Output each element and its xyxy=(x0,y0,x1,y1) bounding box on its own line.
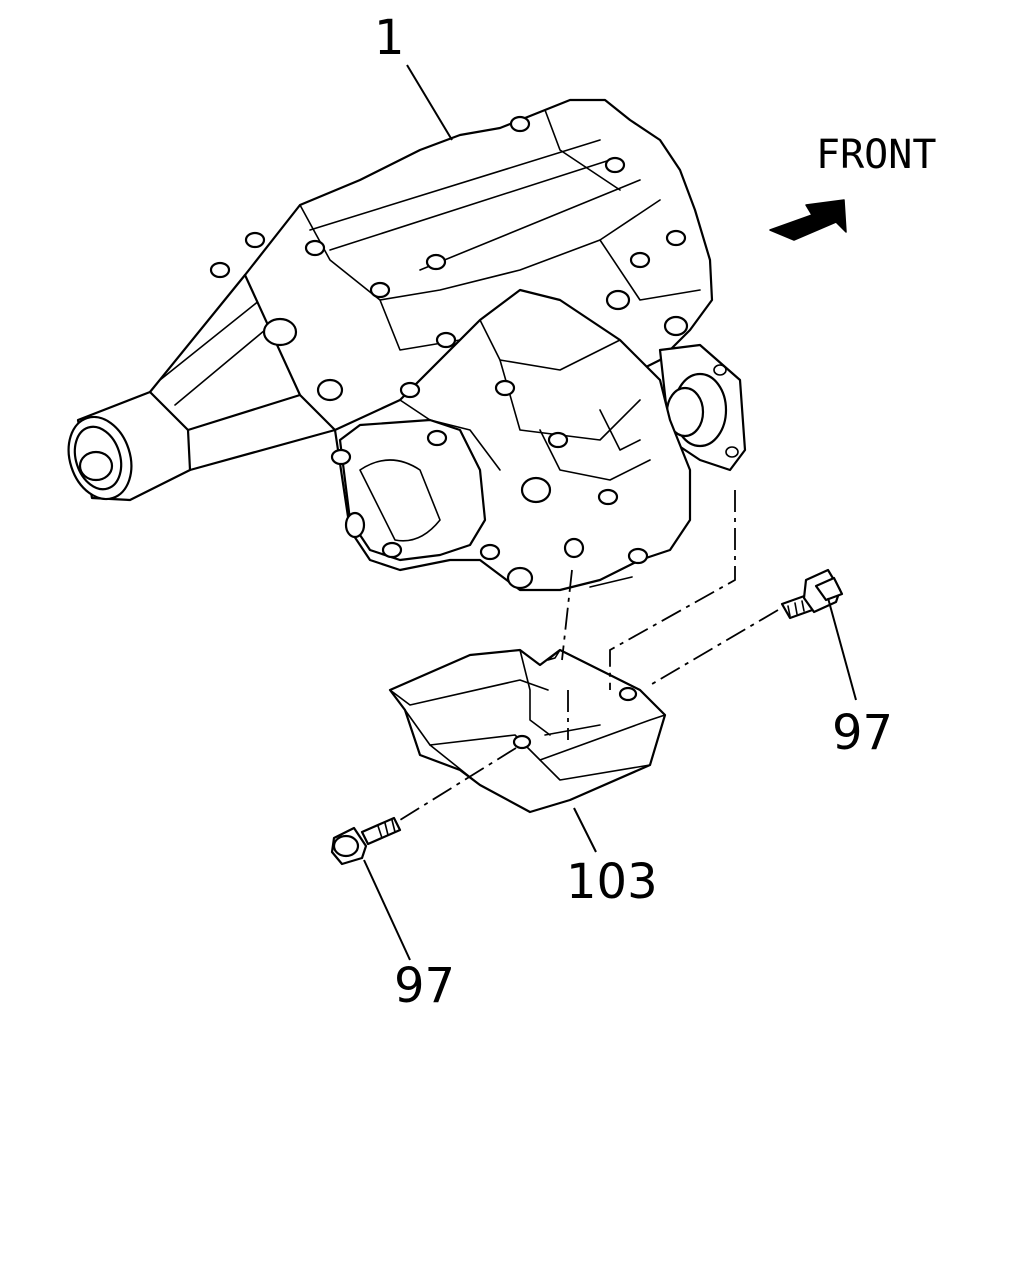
housing-bolts xyxy=(209,115,689,402)
leader-protector xyxy=(573,807,597,853)
callout-protector: 103 xyxy=(566,854,658,910)
leader-bolt-right xyxy=(827,597,857,701)
bolt-right xyxy=(780,568,844,620)
callout-transfer-case: 1 xyxy=(374,10,405,66)
leader-transfer-case xyxy=(406,64,453,141)
front-label: FRONT xyxy=(816,132,936,178)
leader-bolt-left xyxy=(363,859,411,961)
callout-bolt-left: 97 xyxy=(394,958,455,1014)
protector xyxy=(388,648,667,814)
assembly-lines xyxy=(399,490,779,821)
arrow-icon xyxy=(769,199,847,241)
transfer-case xyxy=(67,98,747,592)
bolt-left xyxy=(330,816,402,866)
callout-bolt-right: 97 xyxy=(832,705,893,761)
lower-bolts xyxy=(399,379,649,590)
